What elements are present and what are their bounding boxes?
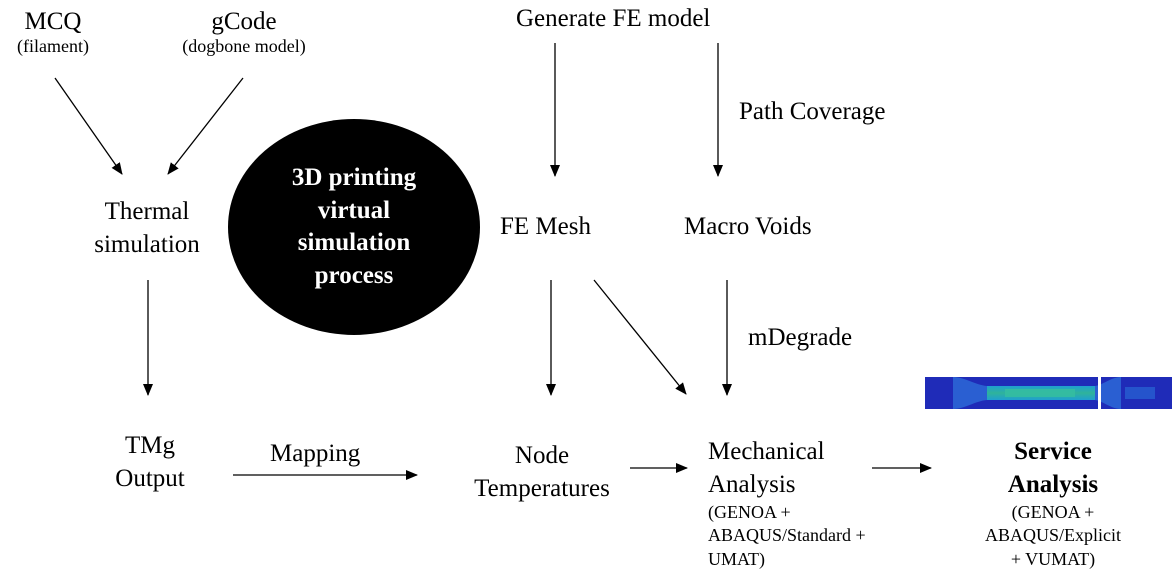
arrow-femesh-to-mechanical: [593, 279, 687, 395]
macro-voids-label: Macro Voids: [684, 213, 812, 240]
center-line4: process: [314, 261, 394, 289]
thermal-line1: Thermal: [104, 198, 190, 225]
service-sub2: ABAQUS/Explicit: [984, 525, 1121, 546]
service-sub1: (GENOA +: [1011, 502, 1095, 522]
node-temps-line2: Temperatures: [474, 474, 610, 502]
tmg-line2: Output: [115, 464, 185, 492]
mechanical-line1: Mechanical: [708, 438, 825, 465]
mdegrade-label: mDegrade: [748, 324, 853, 351]
mcq-node: MCQ (filament): [0, 8, 106, 56]
mechanical-analysis-node: Mechanical Analysis (GENOA + ABAQUS/Stan…: [708, 436, 866, 571]
fe-mesh-label: FE Mesh: [500, 213, 591, 240]
mcq-title: MCQ: [24, 8, 82, 35]
mapping-label: Mapping: [270, 440, 361, 467]
node-temperatures-node: Node Temperatures: [462, 440, 622, 505]
center-line1: 3D printing: [291, 164, 417, 191]
process-circle: 3D printing virtual simulation process: [228, 119, 480, 335]
mechanical-sub3: UMAT): [708, 548, 765, 569]
mechanical-sub1: (GENOA +: [708, 502, 791, 522]
thermal-line2: simulation: [94, 230, 200, 258]
mechanical-line2: Analysis: [708, 470, 796, 498]
tmg-line1: TMg: [125, 432, 175, 459]
specimen-contour-image: [925, 377, 1172, 409]
service-analysis-node: Service Analysis (GENOA + ABAQUS/Explici…: [958, 436, 1148, 571]
gcode-node: gCode (dogbone model): [164, 8, 324, 56]
arrow-mcq-to-thermal: [54, 77, 123, 175]
service-line2: Analysis: [1007, 470, 1099, 498]
center-line2: virtual: [317, 196, 391, 224]
arrow-gcode-to-thermal: [167, 77, 244, 175]
mechanical-sub2: ABAQUS/Standard +: [708, 525, 866, 546]
tmg-output-node: TMg Output: [100, 430, 200, 495]
gcode-title: gCode: [211, 8, 277, 35]
gcode-sub: (dogbone model): [182, 36, 306, 56]
thermal-simulation-node: Thermal simulation: [72, 196, 222, 261]
center-line3: simulation: [297, 229, 411, 256]
service-sub3: + VUMAT): [1010, 548, 1096, 569]
mcq-sub: (filament): [17, 36, 89, 56]
path-coverage-label: Path Coverage: [739, 98, 886, 125]
generate-fe-model-label: Generate FE model: [516, 5, 711, 32]
service-line1: Service: [1014, 438, 1092, 465]
node-temps-line1: Node: [514, 442, 570, 469]
